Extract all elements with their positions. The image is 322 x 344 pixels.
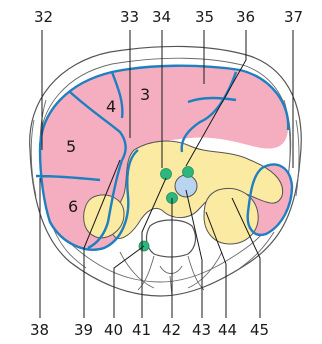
vessel-marker-hepatic-artery xyxy=(183,167,194,178)
callout-45: 45 xyxy=(250,321,269,339)
segment-number-5: 5 xyxy=(66,137,76,156)
callout-36: 36 xyxy=(236,8,255,26)
callout-38: 38 xyxy=(30,321,49,339)
segment-number-6: 6 xyxy=(68,197,78,216)
callout-42: 42 xyxy=(162,321,181,339)
callout-37: 37 xyxy=(284,8,303,26)
segment-number-4: 4 xyxy=(106,97,116,116)
callout-43: 43 xyxy=(192,321,211,339)
aorta xyxy=(175,175,197,197)
callout-33: 33 xyxy=(120,8,139,26)
vertebral-body xyxy=(147,220,196,257)
callout-44: 44 xyxy=(218,321,237,339)
vessel-marker-portal-vein xyxy=(161,169,172,180)
callout-40: 40 xyxy=(104,321,123,339)
callout-34: 34 xyxy=(152,8,171,26)
callout-35: 35 xyxy=(195,8,214,26)
segment-number-3: 3 xyxy=(140,85,150,104)
callout-32: 32 xyxy=(34,8,53,26)
callout-41: 41 xyxy=(132,321,151,339)
callout-39: 39 xyxy=(74,321,93,339)
